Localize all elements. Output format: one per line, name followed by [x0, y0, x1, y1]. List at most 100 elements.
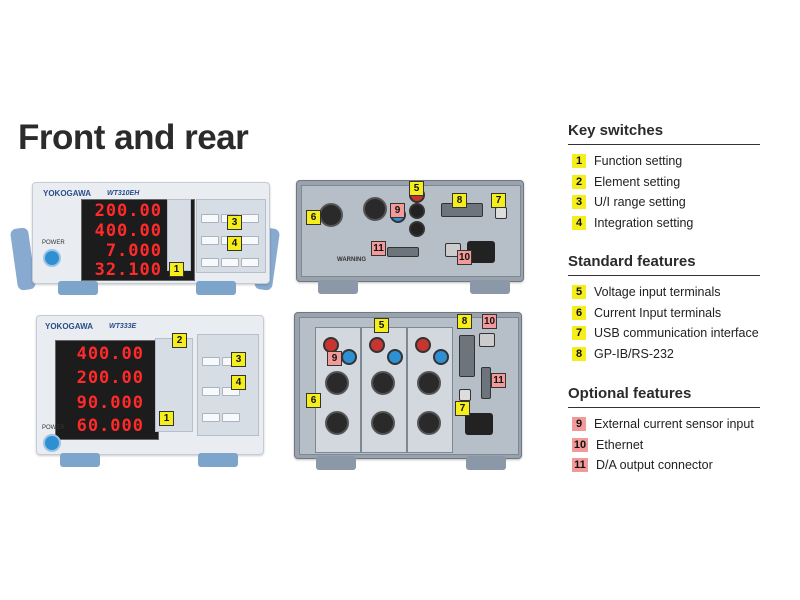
foot [466, 456, 506, 470]
callout-8: 8 [452, 193, 467, 208]
current-terminal-knob [371, 411, 395, 435]
current-terminal-knob [319, 203, 343, 227]
key-button[interactable] [221, 258, 239, 267]
legend-label: Element setting [594, 174, 681, 189]
foot [316, 456, 356, 470]
voltage-jack [409, 203, 425, 219]
callout-11: 11 [371, 241, 386, 256]
current-terminal-knob [363, 197, 387, 221]
callout-4: 4 [227, 236, 242, 251]
key-switches-section: Key switches 1 Function setting 2 Element … [568, 122, 760, 233]
da-connector [481, 367, 491, 399]
callout-5: 5 [374, 318, 389, 333]
callout-11: 11 [491, 373, 506, 388]
callout-3: 3 [227, 215, 242, 230]
display-reading: 7.000 [105, 241, 162, 261]
callout-9: 9 [390, 203, 405, 218]
legend-label: D/A output connector [596, 458, 713, 473]
sensor-jack [387, 349, 403, 365]
key-button[interactable] [202, 357, 220, 366]
callout-8: 8 [457, 314, 472, 329]
number-badge: 9 [572, 417, 586, 432]
current-terminal-knob [371, 371, 395, 395]
key-button[interactable] [241, 236, 259, 245]
number-badge: 3 [572, 195, 586, 210]
ethernet-port [479, 333, 495, 347]
callout-2: 2 [172, 333, 187, 348]
key-button[interactable] [241, 214, 259, 223]
key-button[interactable] [201, 258, 219, 267]
da-connector [387, 247, 419, 257]
key-button[interactable] [241, 258, 259, 267]
power-label: POWER [42, 425, 65, 431]
display-reading: 200.00 [94, 201, 162, 221]
ac-inlet [465, 413, 493, 435]
section-heading: Key switches [568, 122, 760, 145]
model-label: WT333E [109, 323, 137, 330]
number-badge: 6 [572, 305, 586, 320]
current-terminal-knob [325, 371, 349, 395]
number-badge: 5 [572, 285, 586, 300]
legend-label: USB communication interface [594, 326, 759, 341]
foot [196, 281, 236, 295]
number-badge: 2 [572, 174, 586, 189]
display-reading: 400.00 [76, 344, 144, 364]
rear-panel-single: WARNING [296, 180, 524, 282]
front-panel-wt310eh: YOKOGAWA WT310EH 200.00 400.00 7.000 32.… [32, 182, 270, 284]
page-title: Front and rear [18, 118, 249, 157]
key-button[interactable] [202, 413, 220, 422]
current-terminal-knob [417, 371, 441, 395]
foot [198, 453, 238, 467]
voltage-jack [415, 337, 431, 353]
foot [470, 280, 510, 294]
display-reading: 60.000 [76, 416, 144, 436]
legend-item: 9 External current sensor input [568, 414, 760, 435]
legend-item: 2 Element setting [568, 172, 760, 193]
brand-logo: YOKOGAWA [43, 189, 92, 198]
current-terminal-knob [417, 411, 441, 435]
power-button[interactable] [43, 434, 61, 452]
key-button[interactable] [222, 413, 240, 422]
legend-label: Integration setting [594, 215, 694, 230]
legend-label: External current sensor input [594, 417, 754, 432]
ac-inlet [467, 241, 495, 263]
callout-6: 6 [306, 210, 321, 225]
callout-1: 1 [159, 411, 174, 426]
foot [58, 281, 98, 295]
voltage-jack [369, 337, 385, 353]
callout-10: 10 [457, 250, 472, 265]
display-reading: 90.000 [76, 393, 144, 413]
legend-label: Ethernet [596, 437, 644, 452]
key-button[interactable] [201, 236, 219, 245]
number-badge: 1 [572, 154, 586, 169]
foot [318, 280, 358, 294]
legend-label: Function setting [594, 154, 683, 169]
setting-keypad [197, 334, 259, 436]
display-panel: 400.00 200.00 90.000 60.000 [55, 340, 159, 440]
legend-item: 6 Current Input terminals [568, 303, 760, 324]
model-label: WT310EH [107, 190, 140, 197]
callout-1: 1 [169, 262, 184, 277]
gpib-connector [459, 335, 475, 377]
usb-port [459, 389, 471, 401]
power-button[interactable] [43, 249, 61, 267]
key-button[interactable] [202, 387, 220, 396]
legend-label: Current Input terminals [594, 305, 722, 320]
legend-label: U/I range setting [594, 195, 686, 210]
key-button[interactable] [201, 214, 219, 223]
number-badge: 8 [572, 346, 586, 361]
function-keys [167, 199, 191, 271]
optional-features-section: Optional features 9 External current sens… [568, 385, 760, 476]
display-reading: 200.00 [76, 368, 144, 388]
callout-7: 7 [455, 401, 470, 416]
foot [60, 453, 100, 467]
callout-10: 10 [482, 314, 497, 329]
section-heading: Optional features [568, 385, 760, 408]
